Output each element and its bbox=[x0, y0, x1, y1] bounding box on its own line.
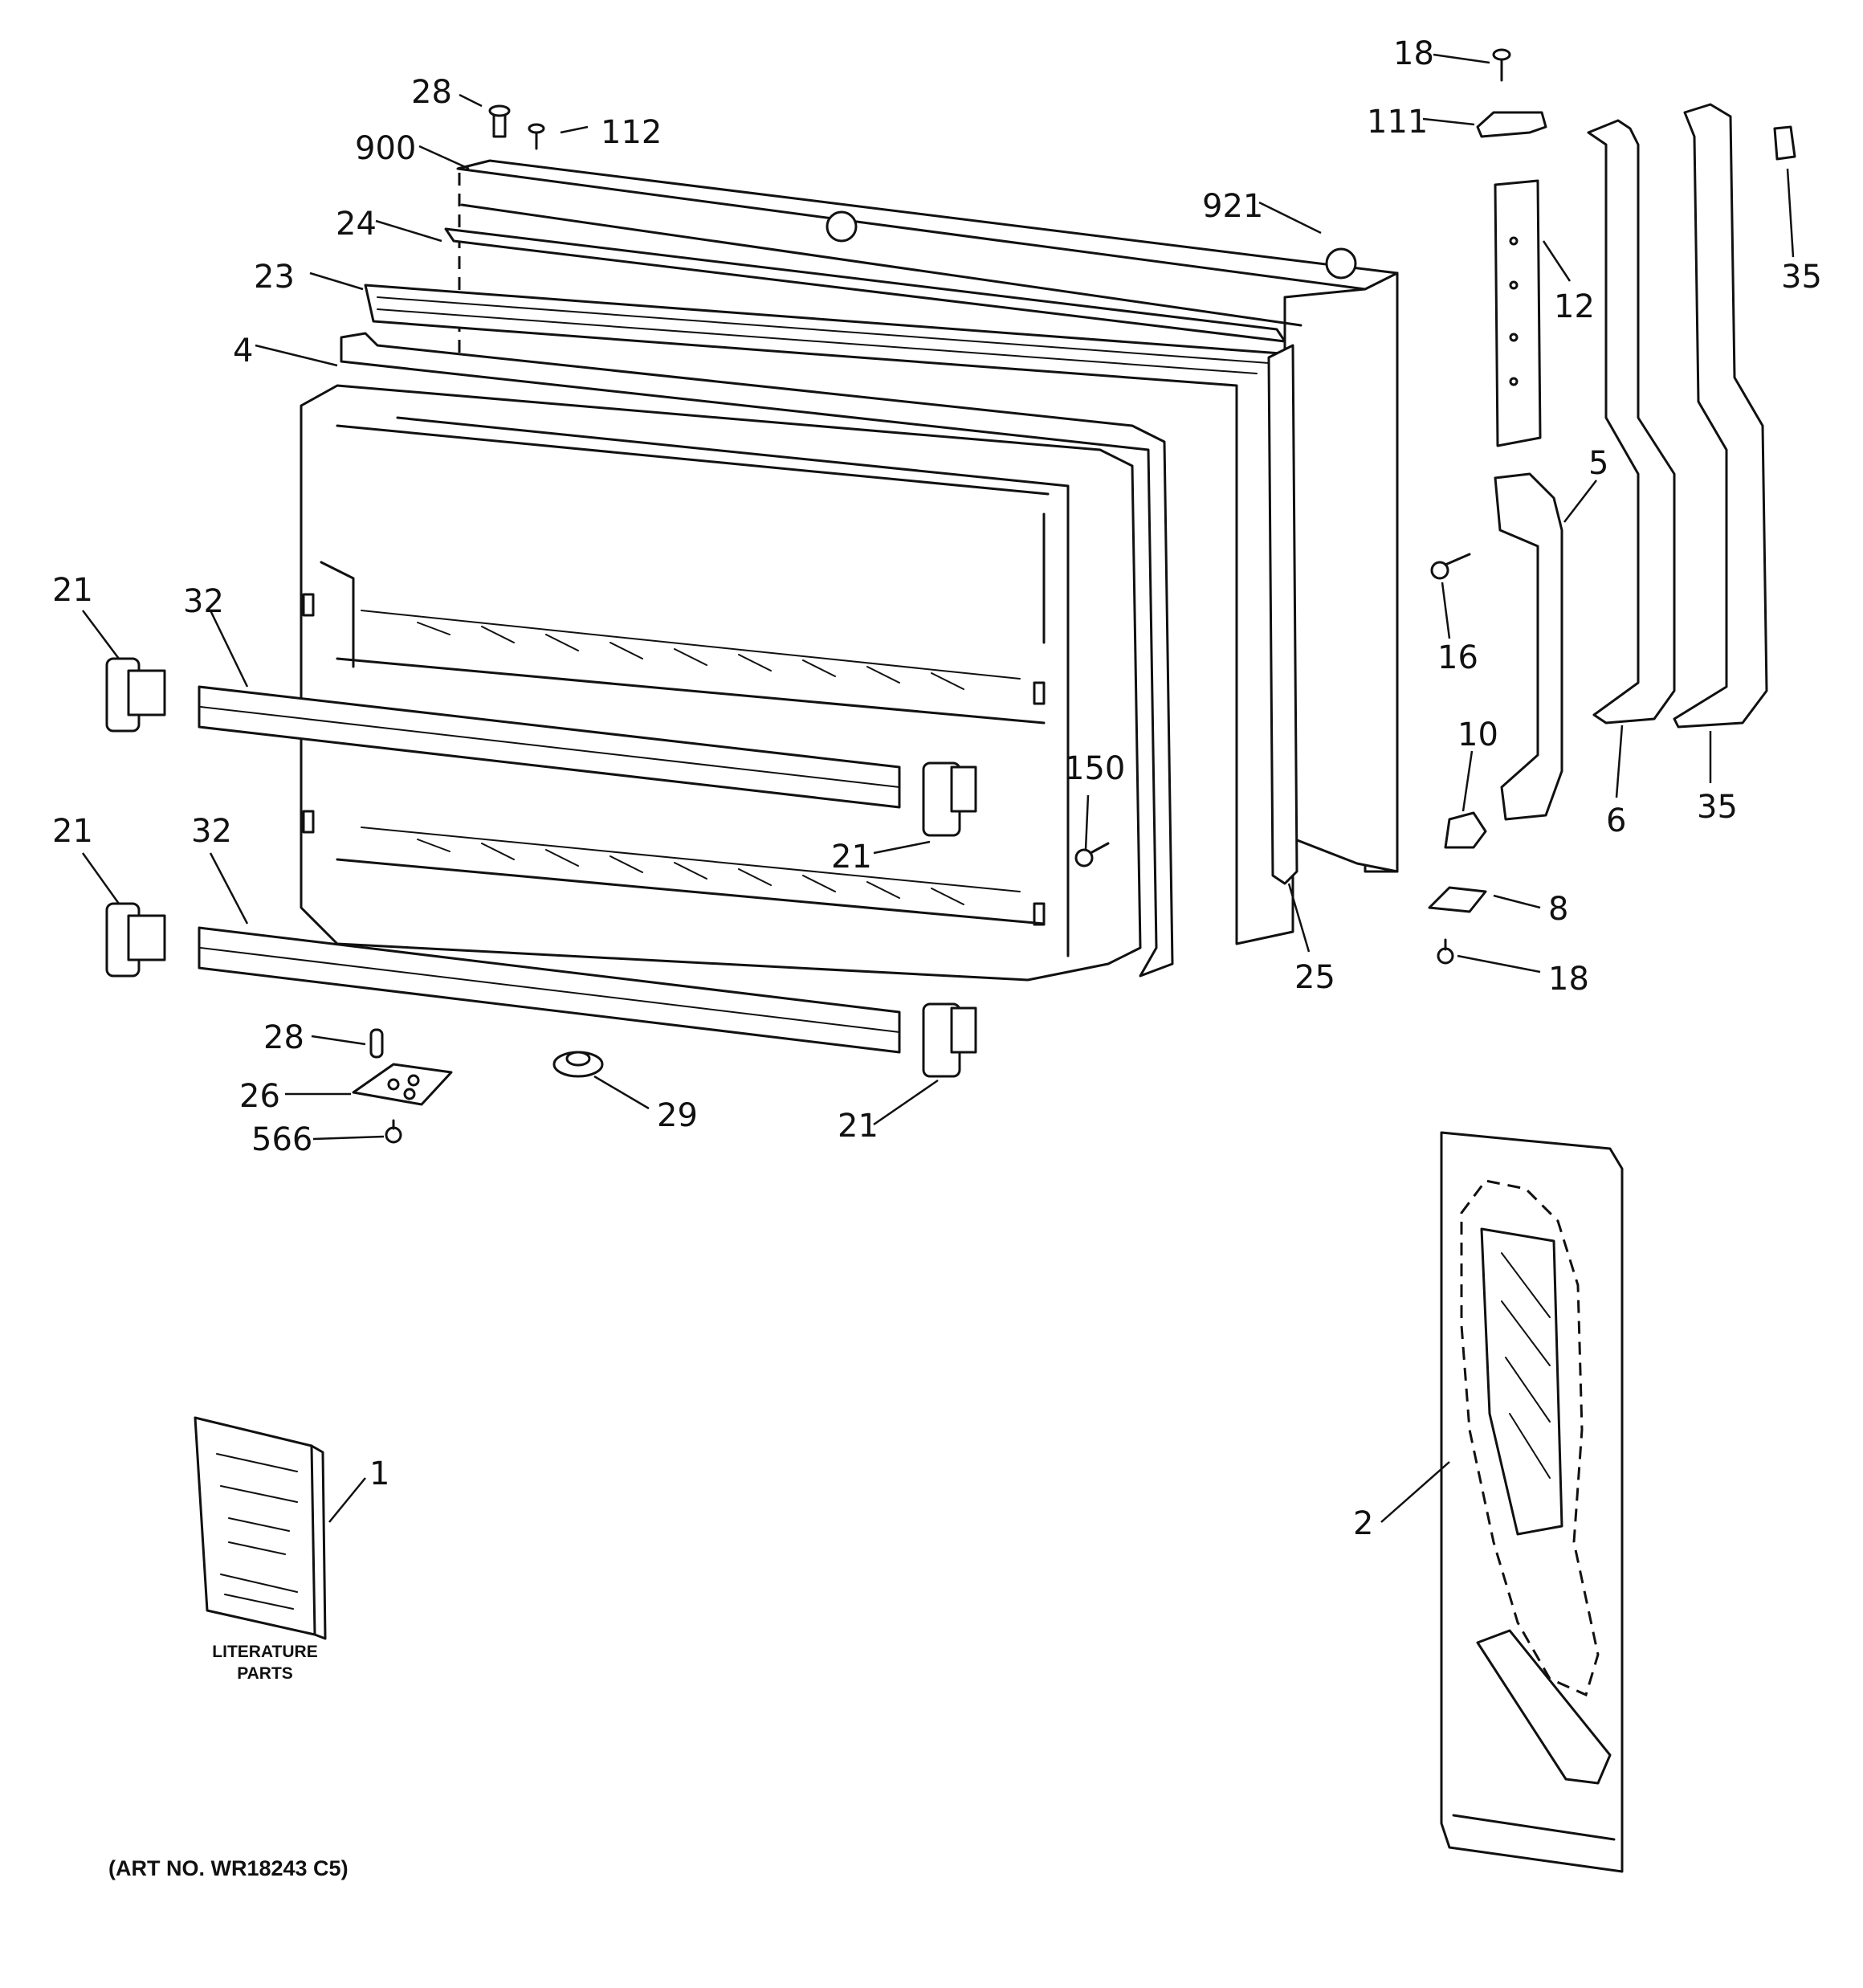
callout-1: 1 bbox=[369, 1455, 389, 1492]
shelf-retainer-21-left-lower bbox=[105, 902, 166, 978]
handle-bar-35 bbox=[1673, 103, 1768, 729]
callout-labels: 28 112 900 24 23 4 921 18 111 12 35 5 16… bbox=[52, 35, 1822, 1542]
screw-18-top bbox=[1492, 48, 1511, 82]
callout-12: 12 bbox=[1554, 288, 1595, 325]
shelf-retainer-21-left-upper bbox=[105, 657, 166, 733]
literature-caption-line2: PARTS bbox=[237, 1664, 293, 1683]
plug-921 bbox=[826, 210, 858, 243]
callout-25: 25 bbox=[1294, 959, 1335, 996]
callout-5: 5 bbox=[1588, 445, 1608, 482]
plug-29 bbox=[552, 1051, 604, 1078]
door-liner-frame bbox=[300, 384, 1142, 982]
callout-35-top: 35 bbox=[1781, 259, 1822, 296]
end-cap-35 bbox=[1773, 125, 1796, 161]
callout-26: 26 bbox=[239, 1078, 280, 1115]
callout-21-left-lower: 21 bbox=[52, 813, 93, 850]
callout-18-top: 18 bbox=[1393, 35, 1434, 72]
literature-booklet-1 bbox=[194, 1416, 327, 1640]
callout-566: 566 bbox=[251, 1121, 312, 1158]
plug-921-right bbox=[1325, 247, 1357, 280]
callout-35-bottom: 35 bbox=[1697, 789, 1738, 826]
door-outer-panel-900 bbox=[456, 159, 1399, 873]
callout-4: 4 bbox=[233, 333, 253, 369]
art-number: (ART NO. WR18243 C5) bbox=[108, 1856, 349, 1880]
screw-28-top bbox=[488, 104, 511, 138]
screw-566 bbox=[385, 1119, 402, 1144]
callout-23: 23 bbox=[254, 259, 295, 296]
callout-111: 111 bbox=[1367, 104, 1428, 141]
literature-caption-line1: LITERATURE bbox=[212, 1643, 317, 1661]
screw-28-bottom bbox=[369, 1028, 384, 1059]
hinge-bar-12 bbox=[1494, 179, 1542, 447]
door-dike-4 bbox=[340, 332, 1174, 978]
door-shelf-bar-upper-32 bbox=[198, 685, 901, 809]
callout-16: 16 bbox=[1437, 639, 1478, 676]
callout-32-upper: 32 bbox=[183, 583, 224, 620]
callout-18-bottom: 18 bbox=[1548, 961, 1589, 998]
callout-21-right-lower: 21 bbox=[838, 1108, 879, 1145]
callout-21-left-upper: 21 bbox=[52, 572, 93, 609]
callout-24: 24 bbox=[336, 206, 377, 243]
callout-112: 112 bbox=[601, 114, 662, 151]
gasket-strip-24 bbox=[444, 227, 1286, 343]
hinge-cap-111 bbox=[1476, 111, 1547, 138]
handle-bar-6 bbox=[1587, 119, 1676, 725]
shelf-retainer-21-right-upper bbox=[922, 761, 977, 837]
hinge-plate-8 bbox=[1428, 886, 1487, 913]
shelf-retainer-21-right-lower bbox=[922, 1002, 977, 1078]
callout-921: 921 bbox=[1202, 188, 1263, 225]
callout-6: 6 bbox=[1606, 802, 1626, 839]
screw-18-bottom bbox=[1437, 938, 1454, 965]
callout-32-lower: 32 bbox=[191, 813, 232, 850]
leader-lines bbox=[81, 53, 1795, 1523]
door-shelf-bar-lower-32 bbox=[198, 926, 901, 1054]
screw-16 bbox=[1430, 553, 1471, 580]
callout-10: 10 bbox=[1457, 716, 1498, 753]
callout-21-right-upper: 21 bbox=[831, 839, 872, 876]
handle-5 bbox=[1494, 472, 1563, 821]
callout-8: 8 bbox=[1548, 891, 1568, 928]
callout-2: 2 bbox=[1353, 1505, 1373, 1542]
callout-900: 900 bbox=[355, 130, 416, 167]
callout-28-bottom: 28 bbox=[263, 1019, 304, 1056]
screw-150 bbox=[1074, 842, 1110, 867]
screw-112 bbox=[528, 123, 545, 150]
plate-26 bbox=[352, 1063, 453, 1106]
callout-28-top: 28 bbox=[411, 74, 452, 111]
callout-150: 150 bbox=[1064, 750, 1125, 787]
door-assembly-2 bbox=[1440, 1131, 1624, 1873]
gasket-strip-25 bbox=[1267, 344, 1298, 885]
callout-29: 29 bbox=[657, 1097, 698, 1134]
literature-caption: LITERATURE PARTS bbox=[212, 1643, 317, 1683]
hinge-bracket-10 bbox=[1444, 811, 1487, 849]
